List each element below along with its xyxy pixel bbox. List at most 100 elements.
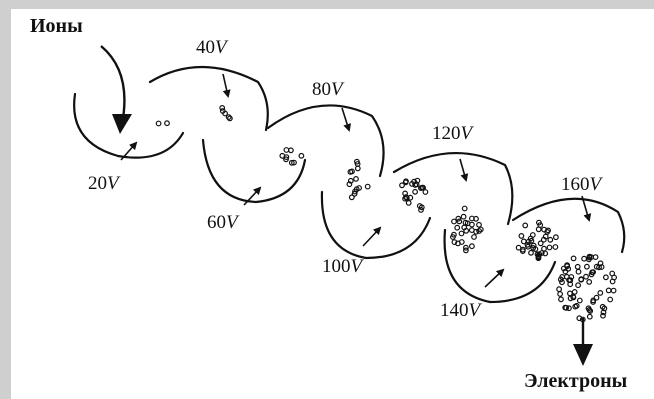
electron-dot (354, 161, 361, 167)
electron-dot (279, 152, 286, 159)
electron-dot (351, 190, 358, 197)
electron-dot (455, 215, 462, 222)
electron-dot (226, 115, 233, 122)
electron-dot (556, 286, 562, 293)
electron-dot (584, 263, 590, 270)
electron-dot (402, 190, 409, 197)
electron-dot (560, 265, 567, 272)
electron-dot (468, 227, 475, 234)
electron-dot (609, 278, 616, 285)
electron-dot (469, 243, 475, 250)
electron-dot (520, 246, 526, 253)
electron-dot (283, 147, 290, 153)
electron-dot (411, 178, 418, 185)
electron-output-arrowhead (573, 344, 593, 366)
electron-dot (547, 236, 554, 243)
electron-cluster-8 (556, 253, 617, 323)
electron-dot (283, 156, 289, 163)
electron-dot (609, 270, 616, 277)
electron-dot (364, 183, 371, 190)
ions-label: Ионы (30, 15, 83, 37)
electron-dot (553, 234, 559, 241)
electron-dot (541, 245, 547, 252)
electron-cluster-4 (346, 158, 371, 201)
electron-dot (610, 287, 617, 294)
electron-dot (412, 182, 419, 188)
electron-dot (518, 232, 525, 239)
electron-cluster-3 (279, 147, 305, 166)
electron-dot (537, 240, 544, 247)
electron-dot (570, 294, 577, 301)
electron-dot (598, 264, 605, 270)
pointer-arrow-100 (362, 226, 382, 247)
electron-dot (605, 287, 612, 294)
voltage-label-80: 80V (312, 79, 345, 100)
voltage-label-120: 120V (432, 123, 475, 144)
electron-dot (575, 282, 581, 289)
electron-dot (573, 302, 580, 309)
electron-dot (164, 120, 170, 127)
electron-cluster-5 (399, 177, 429, 213)
electron-dot (464, 220, 471, 227)
electron-dot (451, 239, 458, 246)
electron-cluster-6 (450, 205, 484, 254)
electron-dot (346, 181, 353, 188)
electron-dot (536, 219, 542, 226)
pointer-arrow-140 (484, 268, 505, 288)
electron-dot (455, 240, 461, 247)
electrons-label: Электроны (524, 370, 628, 392)
electron-dot (588, 271, 595, 278)
electron-dot (405, 199, 412, 206)
electron-dot (535, 255, 542, 262)
electron-dot (576, 315, 583, 322)
electron-dot (581, 255, 587, 262)
electron-dot (461, 224, 468, 231)
electron-dot (412, 188, 419, 195)
ion-beam-arrow (100, 45, 126, 125)
electron-dot (298, 152, 305, 159)
electron-dot (597, 260, 604, 267)
dynode-arc-140 (443, 228, 557, 304)
electron-dot (356, 185, 363, 191)
dynode-arc-20 (73, 92, 185, 159)
electron-dot (219, 104, 226, 111)
electron-dot (288, 147, 294, 154)
electron-dot (530, 244, 537, 251)
electron-dot (450, 234, 456, 240)
electron-dot (586, 253, 593, 260)
electron-dot (559, 279, 565, 286)
electron-dot (535, 226, 542, 233)
dynode-arc-60 (201, 138, 307, 204)
electron-dot (291, 159, 297, 166)
electron-dot (583, 273, 589, 280)
electron-dot (463, 244, 469, 251)
electron-dot (420, 184, 427, 191)
electron-dot (600, 312, 606, 319)
electron-dot (469, 215, 475, 222)
electron-dot (546, 244, 553, 251)
electron-dot (402, 179, 409, 186)
electron-dot (607, 296, 614, 303)
electron-cluster-7 (515, 219, 559, 262)
electron-dot (456, 218, 463, 225)
voltage-label-60: 60V (207, 212, 240, 233)
electron-dot (403, 194, 409, 201)
electron-cluster-1 (155, 120, 170, 127)
electron-dot (522, 222, 529, 229)
electron-dot (579, 316, 586, 323)
pointer-arrow-80 (341, 107, 351, 132)
electron-dot (557, 276, 564, 283)
electron-dot (454, 224, 461, 231)
electron-dot (552, 244, 559, 250)
electron-dot (471, 234, 477, 240)
pointer-arrow-40 (222, 73, 231, 98)
pointer-arrow-160 (581, 195, 592, 222)
electron-dot (586, 307, 593, 313)
electron-dot (225, 114, 232, 120)
voltage-label-20: 20V (88, 173, 121, 194)
electron-dot (575, 268, 582, 275)
electron-dot (520, 238, 527, 245)
pointer-arrow-20 (120, 141, 138, 161)
electron-dot (288, 159, 295, 166)
